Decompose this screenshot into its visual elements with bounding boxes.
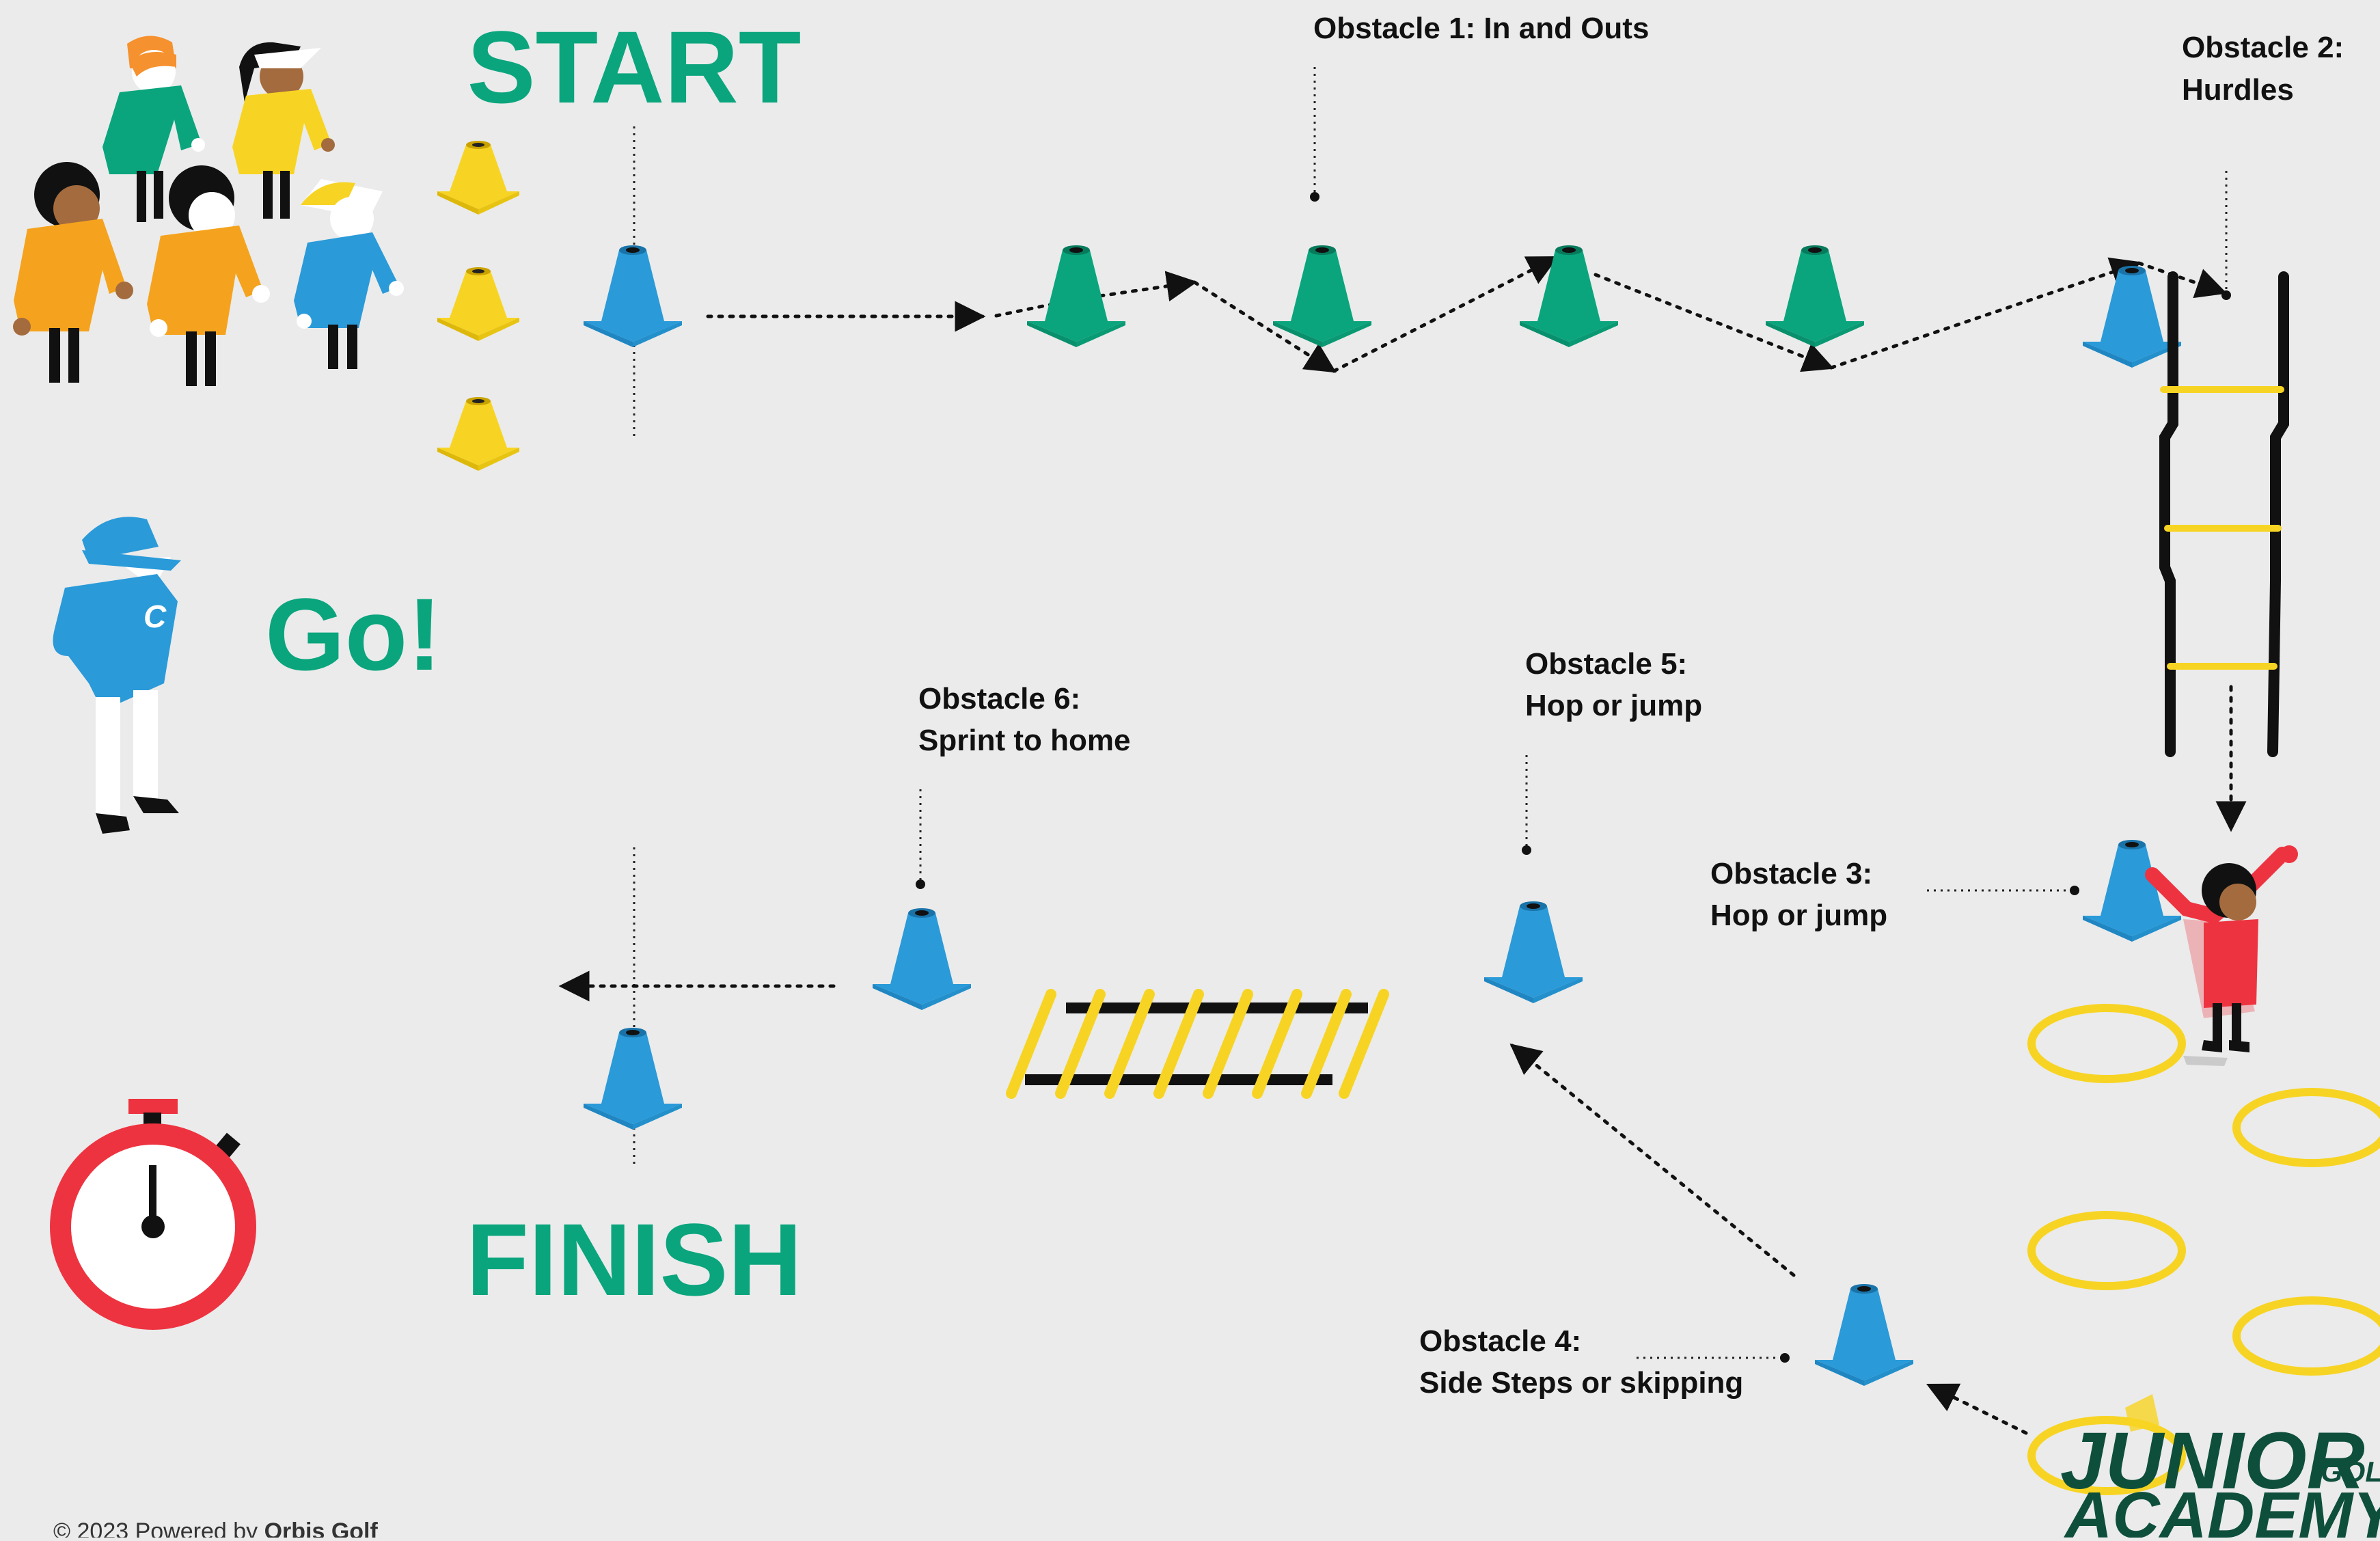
logo-line1-suffix: GOLF: [2321, 1456, 2380, 1488]
agility-ladder-icon: [1006, 989, 1389, 1099]
course-path: [558, 256, 2247, 1435]
obstacle-6-desc: Sprint to home: [918, 724, 1130, 757]
obstacle-2-desc: Hurdles: [2182, 73, 2294, 107]
hoop-icon: [2237, 1300, 2380, 1372]
coach-cap-letter: C: [143, 599, 167, 634]
hurdle-icon: [2159, 271, 2289, 757]
footer-prefix: © 2023 Powered by: [53, 1518, 264, 1538]
cone-icon: [584, 1028, 682, 1130]
obstacle-5-desc: Hop or jump: [1525, 689, 1702, 722]
obstacle-4-desc: Side Steps or skipping: [1419, 1366, 1743, 1400]
cone-icon: [437, 141, 519, 215]
child-figure-icon: [13, 162, 133, 383]
logo-line1: JUNIOR: [2060, 1416, 2365, 1506]
child-figure-icon: [2145, 845, 2298, 1066]
cone-icon: [1484, 901, 1583, 1003]
leader-lines: [919, 67, 2228, 1359]
hoop-icon: [2032, 1215, 2182, 1286]
obstacle-2-title: Obstacle 2:: [2182, 31, 2344, 64]
finish-heading: FINISH: [466, 1202, 802, 1317]
children-group: [13, 36, 404, 386]
cone-icon: [437, 397, 519, 471]
start-heading: START: [467, 10, 802, 124]
child-figure-icon: [232, 42, 335, 219]
cone-icon: [1027, 245, 1125, 347]
cone-icon: [584, 245, 682, 347]
stopwatch-icon: [50, 1099, 256, 1330]
go-heading: Go!: [265, 577, 441, 692]
obstacle-5-title: Obstacle 5:: [1525, 647, 1687, 681]
obstacle-1-label: Obstacle 1: In and Outs: [1313, 12, 1649, 45]
cone-icon: [1520, 245, 1618, 347]
cone-icon: [2083, 266, 2181, 368]
leader-dots: [916, 192, 2231, 1363]
coach-figure-icon: C: [53, 517, 181, 834]
footer-brand: Orbis Golf: [264, 1518, 379, 1538]
obstacle-4-title: Obstacle 4:: [1419, 1324, 1581, 1358]
cone-icon: [873, 908, 971, 1010]
cone-icon: [1815, 1284, 1913, 1386]
logo-mark: JUNIOR GOLF ACADEMY: [2060, 1394, 2380, 1541]
hoop-icon: [2237, 1092, 2380, 1163]
hoop-icon: [2032, 1008, 2182, 1079]
obstacle-3-desc: Hop or jump: [1710, 899, 1887, 932]
cone-icon: [1273, 245, 1371, 347]
obstacle-3-title: Obstacle 3:: [1710, 857, 1872, 890]
obstacle-6-title: Obstacle 6:: [918, 682, 1080, 715]
cone-icon: [437, 267, 519, 341]
child-figure-icon: [102, 36, 205, 222]
footer-copyright: © 2023 Powered by Orbis Golf: [53, 1518, 378, 1538]
logo-line2: ACADEMY: [2064, 1479, 2380, 1538]
cone-icon: [1766, 245, 1864, 347]
child-figure-icon: [147, 165, 270, 386]
child-figure-icon: [294, 179, 404, 369]
